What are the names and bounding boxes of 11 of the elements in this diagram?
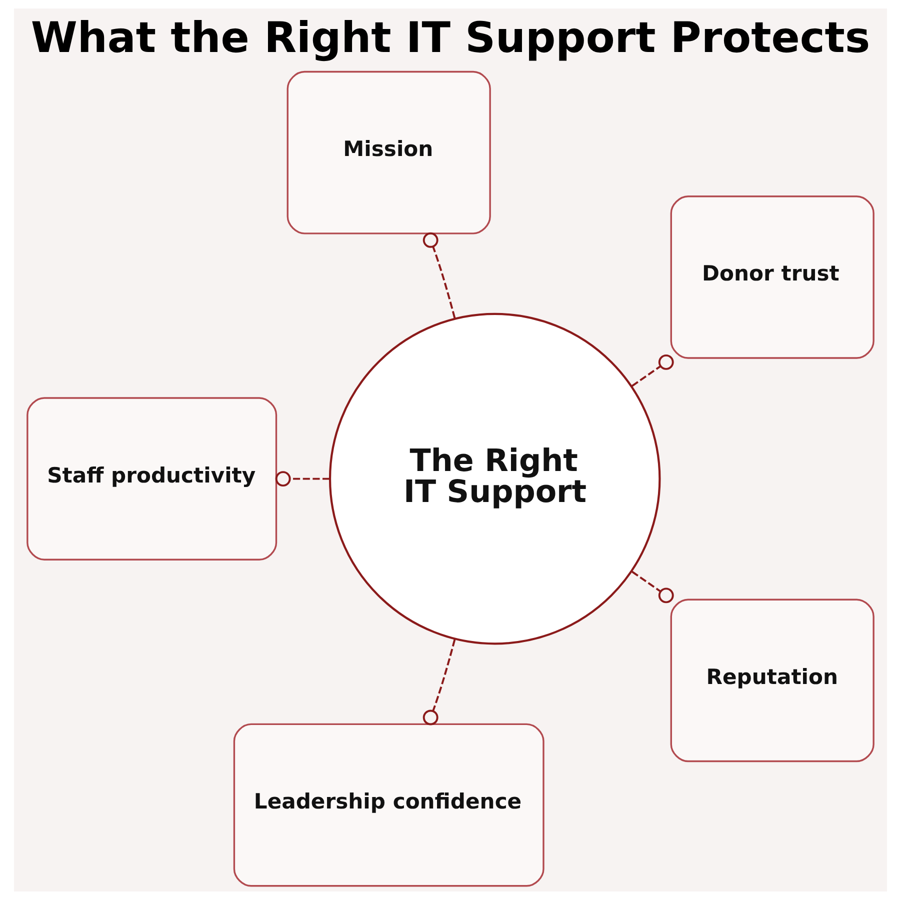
connector (274, 471, 330, 487)
connector (422, 639, 456, 726)
connector (422, 232, 456, 318)
connector (631, 570, 674, 604)
node-box: Leadership confidence (232, 723, 544, 887)
node-box: Reputation (670, 598, 874, 762)
diagram-title: What the Right IT Support Protects (30, 13, 870, 62)
connector (631, 354, 674, 387)
node-box: Staff productivity (26, 397, 277, 560)
node-box: Mission (286, 70, 490, 234)
node-box: Donor trust (670, 196, 874, 359)
